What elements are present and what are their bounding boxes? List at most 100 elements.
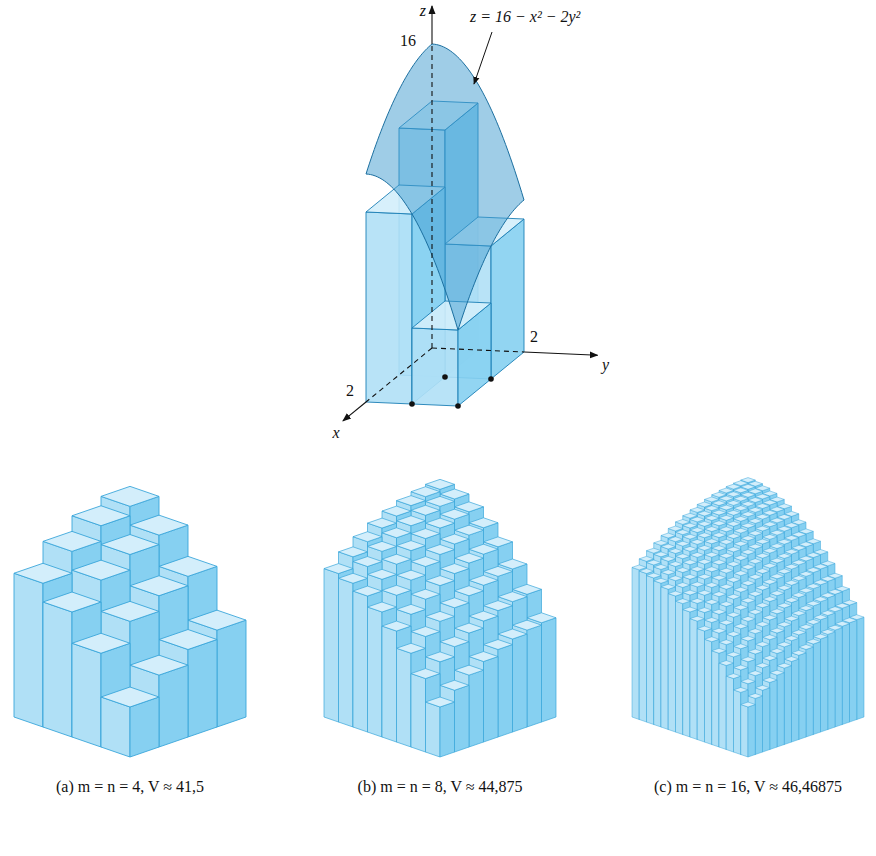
column-face — [755, 685, 770, 690]
column-face — [705, 583, 720, 588]
column-face — [690, 619, 697, 740]
column-face — [426, 702, 441, 757]
column-face — [719, 515, 734, 520]
column-face — [339, 573, 368, 583]
column-face — [799, 645, 814, 650]
column-face — [734, 665, 749, 670]
column-face — [697, 545, 712, 550]
column-face — [690, 598, 705, 603]
column-face — [690, 552, 705, 557]
column-face — [792, 560, 807, 565]
column-face — [755, 504, 770, 509]
column-face — [683, 546, 698, 551]
column-face — [734, 541, 749, 546]
column-face — [455, 553, 484, 563]
column-face — [697, 521, 712, 526]
column-face — [719, 496, 734, 501]
column-face — [368, 569, 397, 579]
column-face — [806, 639, 821, 644]
paraboloid-figure — [343, 6, 598, 421]
column-face — [676, 599, 691, 604]
column-face — [469, 544, 498, 554]
column-face — [382, 626, 397, 742]
column-face — [130, 515, 188, 535]
column-face — [777, 673, 784, 747]
column-face — [382, 506, 411, 516]
column-face — [741, 702, 756, 707]
column-face — [813, 580, 828, 585]
column-face — [734, 587, 749, 592]
column-face — [719, 640, 734, 645]
column-face — [101, 535, 159, 555]
column-face — [647, 573, 662, 578]
column-face — [719, 553, 734, 558]
column-face — [647, 576, 654, 725]
column-face — [850, 620, 857, 722]
column-face — [339, 578, 354, 727]
column-face — [777, 642, 792, 647]
column-face — [763, 510, 778, 515]
column-face — [726, 676, 733, 752]
column-face — [43, 531, 101, 551]
column-face — [741, 705, 748, 758]
column-face — [668, 591, 683, 596]
box-face — [491, 219, 524, 379]
column-face — [676, 568, 691, 573]
column-face — [777, 603, 792, 608]
column-face — [484, 601, 513, 611]
sample-point — [442, 374, 448, 380]
column-face — [683, 590, 698, 595]
column-face — [748, 544, 763, 549]
axis-label: y — [602, 356, 609, 374]
column-face — [542, 618, 557, 722]
column-face — [188, 610, 246, 630]
column-face — [683, 523, 698, 528]
column-face — [411, 529, 440, 539]
column-face — [72, 643, 101, 747]
column-face — [748, 609, 763, 614]
leader-line — [474, 32, 492, 84]
column-face — [159, 556, 217, 576]
column-face — [712, 592, 727, 597]
column-face — [440, 509, 469, 519]
column-face — [755, 585, 770, 590]
column-face — [712, 501, 727, 506]
column-face — [159, 630, 217, 650]
column-face — [734, 528, 749, 533]
caption: (c) m = n = 16, V ≈ 46,46875 — [654, 778, 842, 796]
column-face — [397, 648, 412, 747]
column-face — [712, 533, 727, 538]
column-face — [690, 539, 705, 544]
column-face — [806, 647, 813, 737]
column-face — [661, 556, 676, 561]
column-face — [705, 527, 720, 532]
column-face — [763, 678, 778, 683]
column-face — [639, 571, 646, 722]
column-face — [741, 657, 756, 662]
column-face — [426, 652, 455, 662]
column-face — [734, 555, 749, 560]
column-face — [777, 622, 792, 627]
column-face — [353, 532, 382, 542]
column-face — [741, 512, 756, 517]
column-face — [426, 545, 455, 555]
column-face — [683, 560, 698, 565]
column-face — [705, 539, 720, 544]
column-face — [784, 657, 799, 662]
x-axis — [343, 402, 366, 421]
column-face — [726, 521, 741, 526]
column-face — [828, 632, 835, 730]
column-face — [770, 670, 785, 675]
column-face — [397, 570, 426, 580]
column-face — [792, 630, 807, 635]
caption: (b) m = n = 8, V ≈ 44,875 — [358, 778, 523, 796]
column-face — [43, 592, 101, 612]
column-face — [712, 609, 727, 614]
column-face — [748, 693, 763, 698]
column-face — [799, 588, 814, 593]
column-face — [498, 629, 527, 639]
column-face — [368, 541, 397, 551]
column-face — [770, 558, 785, 563]
column-face — [726, 652, 741, 657]
